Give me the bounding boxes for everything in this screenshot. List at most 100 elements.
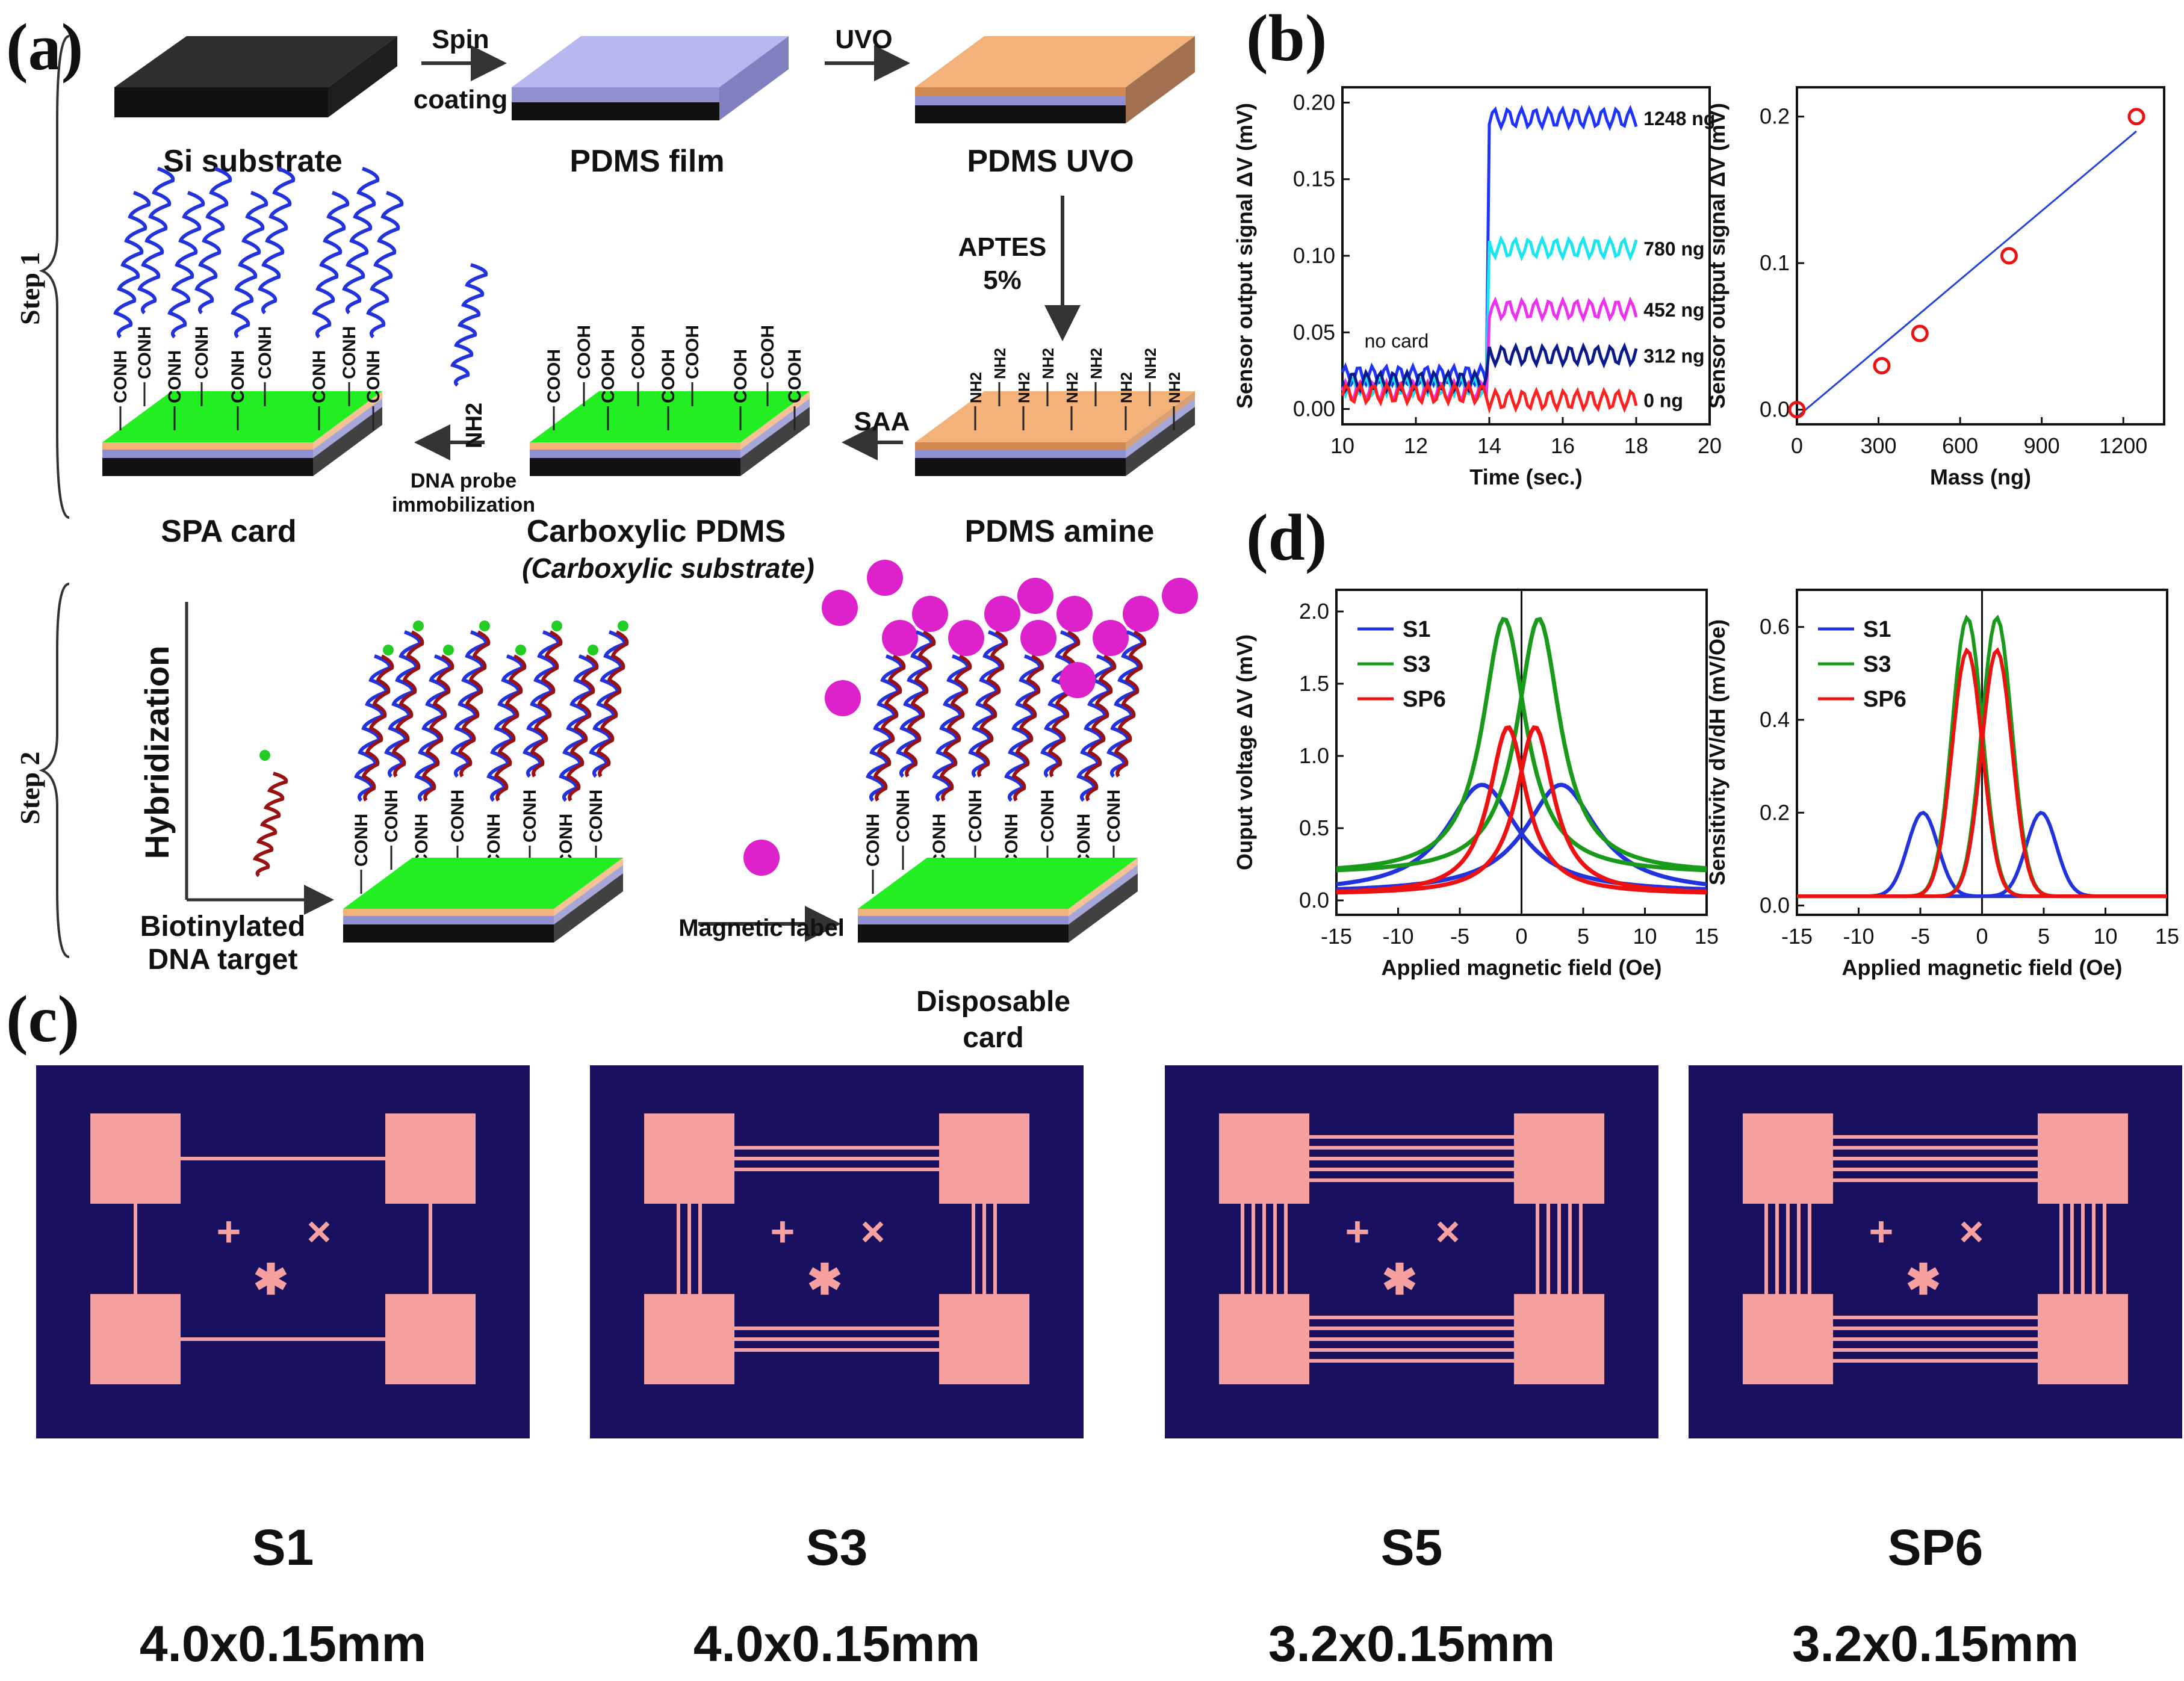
x-tick-label: 20: [1698, 433, 1722, 458]
magnetic-bead: [822, 590, 858, 626]
pdms-film-slab: [512, 36, 789, 120]
step2-brace: [39, 583, 70, 958]
data-point: [1873, 357, 1891, 375]
chem-group: CONH: [1104, 790, 1124, 843]
chem-group: COOH: [628, 325, 648, 379]
magnetic-bead: [1017, 578, 1053, 614]
x-tick-label: 10: [2093, 924, 2117, 949]
slab-side: [313, 398, 382, 458]
dna-probe-label: DNA probe: [411, 469, 517, 492]
disp-target-strand: [1114, 630, 1147, 778]
series-label: 1248 ng: [1643, 108, 1715, 129]
y-axis-label: Sensor output signal ΔV (mV): [1705, 103, 1730, 409]
contact-pad: [1514, 1294, 1604, 1384]
spa-card-slab: [102, 391, 382, 476]
chem-group: CONH: [448, 790, 468, 843]
y-tick-label: 0.0: [1299, 888, 1329, 912]
chem-group: NH2: [1063, 372, 1081, 403]
probe-strand: [194, 167, 232, 315]
y-tick-label: 2.0: [1299, 599, 1329, 624]
contact-pad: [644, 1294, 734, 1384]
y-tick-label: 0.2: [1760, 104, 1790, 129]
uvo-label: UVO: [835, 25, 892, 54]
slab-layer: [102, 450, 313, 458]
slab-side: [1126, 391, 1195, 450]
biotin-dot: [479, 621, 490, 631]
biotin-dot: [515, 645, 526, 655]
chem-group: NH2: [1087, 348, 1105, 379]
x-tick-label: -15: [1781, 924, 1813, 949]
magnetic-bead: [867, 560, 903, 596]
legend-label: S1: [1863, 617, 1891, 642]
alignment-mark: ✱: [1906, 1256, 1941, 1303]
si-substrate-slab: [114, 36, 397, 117]
biotin-dot: [443, 645, 454, 655]
alignment-mark: ✱: [1382, 1256, 1418, 1303]
contact-pad: [939, 1113, 1029, 1204]
alignment-mark: +: [1869, 1208, 1894, 1255]
contact-pad: [2038, 1113, 2128, 1204]
y-tick-label: 0.0: [1760, 893, 1790, 918]
contact-pad: [90, 1113, 181, 1204]
hyb-probe-strand: [450, 630, 488, 778]
magnetic-bead: [948, 620, 984, 656]
magnetic-bead-label: [743, 840, 780, 876]
alignment-mark: ×: [1959, 1208, 1984, 1255]
target-strand: [252, 772, 288, 878]
probe-strand: [167, 191, 205, 339]
contact-pad: [2038, 1294, 2128, 1384]
panel-label-c: (c): [6, 982, 79, 1056]
legend-label: SP6: [1863, 687, 1906, 712]
chem-group: COOH: [659, 349, 678, 403]
probe-strand: [258, 167, 296, 315]
alignment-mark: ×: [861, 1208, 886, 1255]
legend-label: S3: [1403, 652, 1430, 677]
hyb-target-strand: [494, 654, 527, 802]
x-tick-label: -10: [1382, 924, 1413, 949]
data-point: [2127, 108, 2145, 126]
slab-side: [740, 398, 810, 458]
hyb-probe-strand: [384, 630, 422, 778]
aptes-label: APTES: [958, 232, 1047, 262]
hyb-target-strand: [566, 654, 599, 802]
x-axis-label: Time (sec.): [1469, 465, 1582, 489]
probe-strand: [231, 191, 268, 339]
legend-label: SP6: [1403, 687, 1446, 712]
disp-target-strand: [903, 630, 936, 778]
slab-top: [102, 391, 382, 442]
chem-group: CONH: [893, 790, 913, 843]
biotin-dot: [551, 621, 562, 631]
disp-probe-strand: [1040, 630, 1078, 778]
hyb-target-strand: [391, 630, 424, 778]
pdms-amine-slab: [915, 391, 1195, 476]
slab-layer: [858, 916, 1069, 924]
x-tick-label: 12: [1404, 433, 1428, 458]
series-line: [1336, 616, 1707, 873]
plot-frame: [1796, 86, 2165, 426]
disp-target-strand: [975, 630, 1008, 778]
contact-pad: [385, 1294, 476, 1384]
chem-group: CONH: [863, 814, 883, 867]
x-axis-label: Mass (ng): [1930, 465, 2031, 489]
x-tick-label: 10: [1330, 433, 1354, 458]
chem-group: COOH: [544, 349, 564, 403]
hyb-probe-strand: [559, 654, 597, 802]
alignment-mark: +: [771, 1208, 795, 1255]
carboxylic-substrate-label: (Carboxylic substrate): [522, 553, 814, 584]
hybridized-card-slab: [343, 858, 623, 943]
chem-group: CONH: [135, 326, 155, 379]
slab-layer: [102, 442, 313, 450]
disp-probe-strand: [896, 630, 934, 778]
data-point: [2000, 247, 2018, 265]
hyb-probe-strand: [523, 630, 560, 778]
probe-strand: [312, 191, 350, 339]
sensor-name: S1: [252, 1519, 314, 1576]
series-line: [1341, 342, 1638, 395]
panel-label-d: (d): [1246, 501, 1327, 574]
y-tick-label: 0.05: [1293, 320, 1335, 344]
